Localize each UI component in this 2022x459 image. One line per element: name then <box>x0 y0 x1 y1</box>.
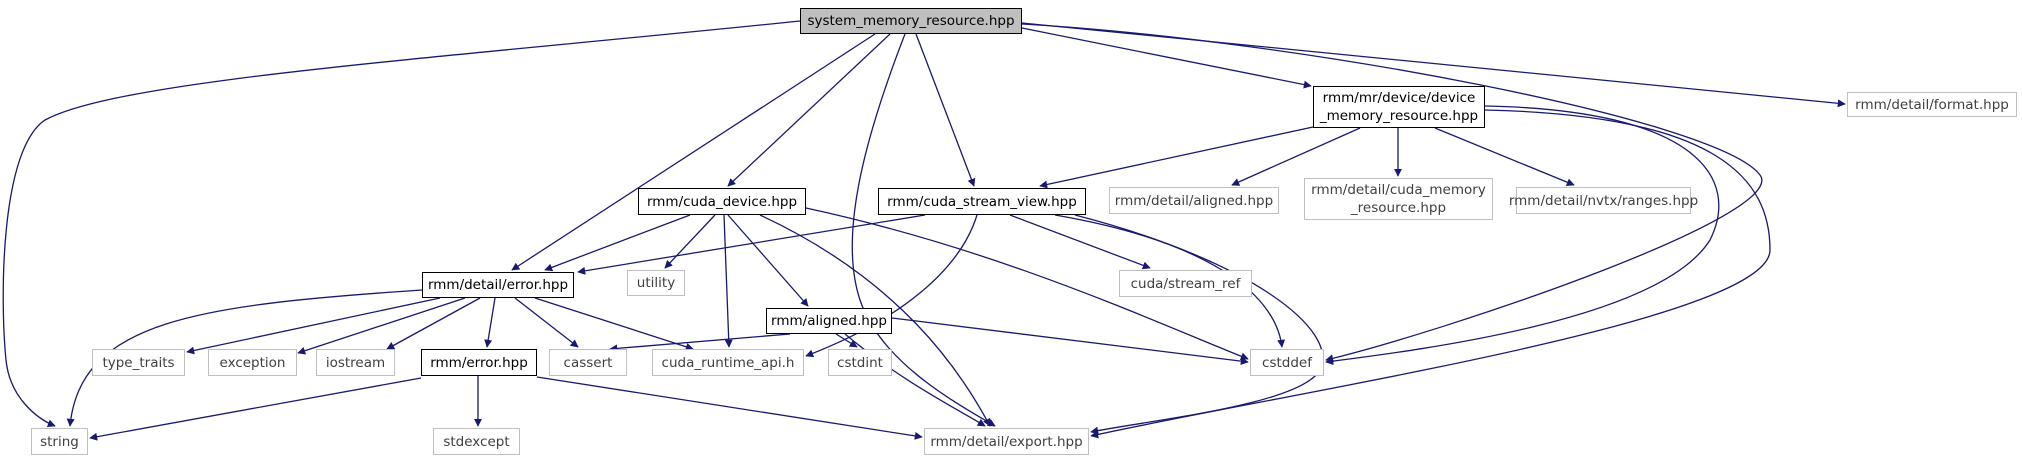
edge-aligned-to-cstddef <box>891 317 1249 366</box>
edge-detail_error-to-cassert <box>514 297 579 348</box>
cuda-device-node[interactable]: rmm/cuda_device.hpp <box>638 188 806 215</box>
device-memory-resource-node[interactable]: rmm/mr/device/device _memory_resource.hp… <box>1313 86 1485 128</box>
edge-system_memory_resource-to-cstddef <box>1021 23 1763 363</box>
utility-node: utility <box>627 270 685 296</box>
exception-node: exception <box>208 349 297 376</box>
edge-cuda_device-to-cuda_runtime_api <box>723 214 733 348</box>
edge-device_memory_resource-to-detail_aligned <box>1231 127 1361 186</box>
edge-cuda_device-to-export <box>759 214 991 427</box>
edge-cuda_stream_view-to-stream_ref <box>1009 214 1151 270</box>
edge-cuda_stream_view-to-detail_error <box>577 214 926 275</box>
edge-device_memory_resource-to-cstddef <box>1325 105 1720 366</box>
edge-system_memory_resource-to-detail_error <box>511 33 876 271</box>
export-header-node: rmm/detail/export.hpp <box>924 428 1089 455</box>
edge-detail_error-to-rmm_error <box>484 297 496 348</box>
cuda-stream-view-node[interactable]: rmm/cuda_stream_view.hpp <box>878 188 1086 215</box>
cuda-runtime-api-node: cuda_runtime_api.h <box>652 349 804 376</box>
type-traits-node: type_traits <box>92 349 185 376</box>
edge-cuda_device-to-utility <box>664 214 716 269</box>
edge-detail_error-to-type_traits <box>186 297 441 355</box>
edge-cuda_device-to-detail_error <box>544 214 691 272</box>
edge-cuda_stream_view-to-cstddef <box>1054 214 1286 348</box>
string-node: string <box>31 428 88 455</box>
edge-aligned-to-cassert <box>609 333 791 353</box>
rmm-error-node[interactable]: rmm/error.hpp <box>421 349 537 376</box>
edge-cuda_stream_view-to-export <box>1074 214 1324 435</box>
edge-rmm_error-to-export <box>536 376 923 440</box>
edge-device_memory_resource-to-nvtx_ranges <box>1434 127 1575 186</box>
edge-detail_error-to-exception <box>297 297 466 355</box>
stream-ref-node: cuda/stream_ref <box>1119 270 1252 297</box>
edge-system_memory_resource-to-format <box>1021 22 1846 108</box>
edge-device_memory_resource-to-export <box>1090 109 1771 439</box>
cstdint-node: cstdint <box>828 349 892 376</box>
edge-system_memory_resource-to-cuda_device <box>727 33 891 187</box>
edge-cuda_stream_view-to-cuda_runtime_api <box>805 214 978 358</box>
edge-system_memory_resource-to-device_memory_resource <box>1021 27 1312 89</box>
edge-aligned-to-export <box>844 333 986 427</box>
edge-aligned-to-cstdint <box>835 333 858 348</box>
cuda-memory-resource-node: rmm/detail/cuda_memory _resource.hpp <box>1304 178 1493 220</box>
detail-aligned-node: rmm/detail/aligned.hpp <box>1109 187 1279 214</box>
root-file-node: system_memory_resource.hpp <box>800 8 1022 34</box>
format-header-node: rmm/detail/format.hpp <box>1847 92 2017 117</box>
edge-rmm_error-to-string <box>89 377 422 441</box>
nvtx-ranges-node: rmm/detail/nvtx/ranges.hpp <box>1509 187 1698 214</box>
edge-detail_error-to-string <box>66 289 423 427</box>
aligned-node[interactable]: rmm/aligned.hpp <box>766 308 892 334</box>
stdexcept-node: stdexcept <box>433 428 520 455</box>
edge-cuda_device-to-cstddef <box>805 207 1249 361</box>
edge-system_memory_resource-to-export <box>851 33 996 427</box>
edge-device_memory_resource-to-cuda_stream_view <box>1039 126 1314 189</box>
edge-system_memory_resource-to-cuda_stream_view <box>915 33 976 187</box>
iostream-node: iostream <box>316 349 395 376</box>
edge-detail_error-to-iostream <box>386 297 481 350</box>
edge-system_memory_resource-to-string <box>2 20 801 428</box>
cassert-node: cassert <box>549 349 627 376</box>
edge-detail_error-to-cuda_runtime_api <box>534 297 694 351</box>
detail-error-node[interactable]: rmm/detail/error.hpp <box>422 272 574 298</box>
cstddef-node: cstddef <box>1250 349 1324 376</box>
edge-cuda_device-to-aligned <box>727 214 809 307</box>
